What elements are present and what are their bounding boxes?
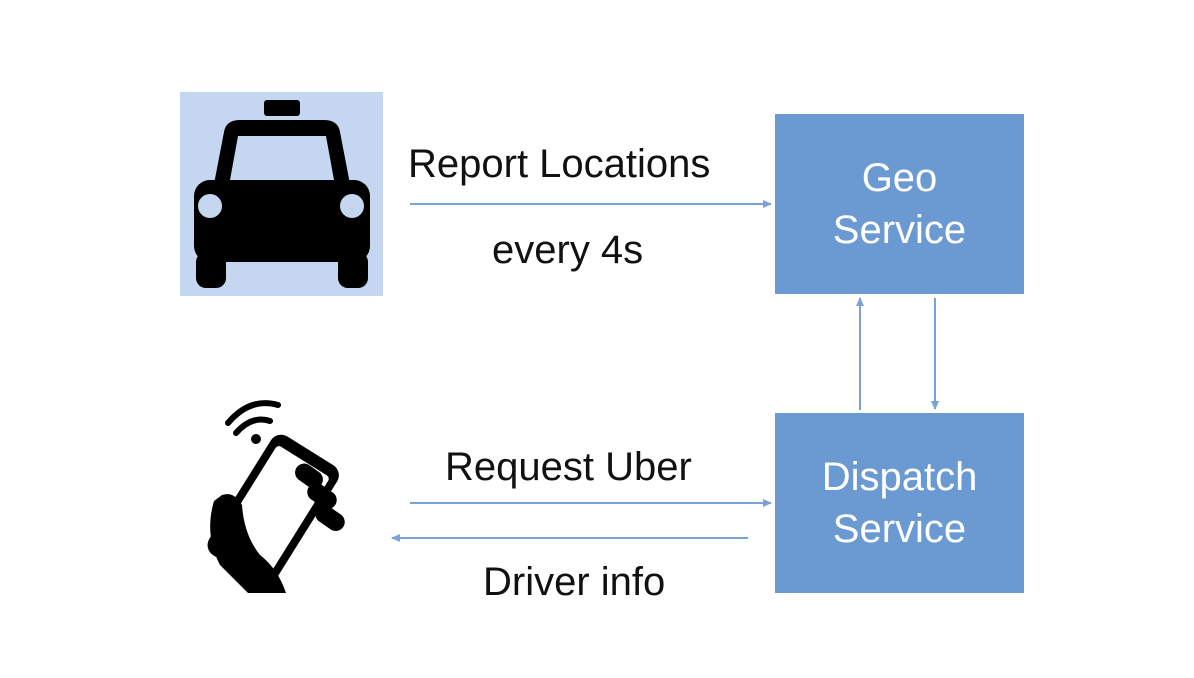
- geo-service-box: Geo Service: [775, 114, 1024, 294]
- dispatch-service-title: Dispatch: [821, 455, 978, 499]
- report-interval-label: every 4s: [492, 228, 644, 272]
- request-uber-label: Request Uber: [445, 445, 692, 489]
- dispatch-service-box: Dispatch Service: [775, 413, 1024, 593]
- dispatch-service-subtitle: Service: [832, 507, 967, 551]
- geo-service-subtitle: Service: [832, 208, 967, 252]
- report-locations-label: Report Locations: [408, 142, 711, 186]
- taxi-icon: [180, 92, 383, 296]
- geo-service-title: Geo: [861, 156, 938, 200]
- smartphone-in-hand-icon: [190, 385, 370, 600]
- driver-info-label: Driver info: [483, 560, 666, 604]
